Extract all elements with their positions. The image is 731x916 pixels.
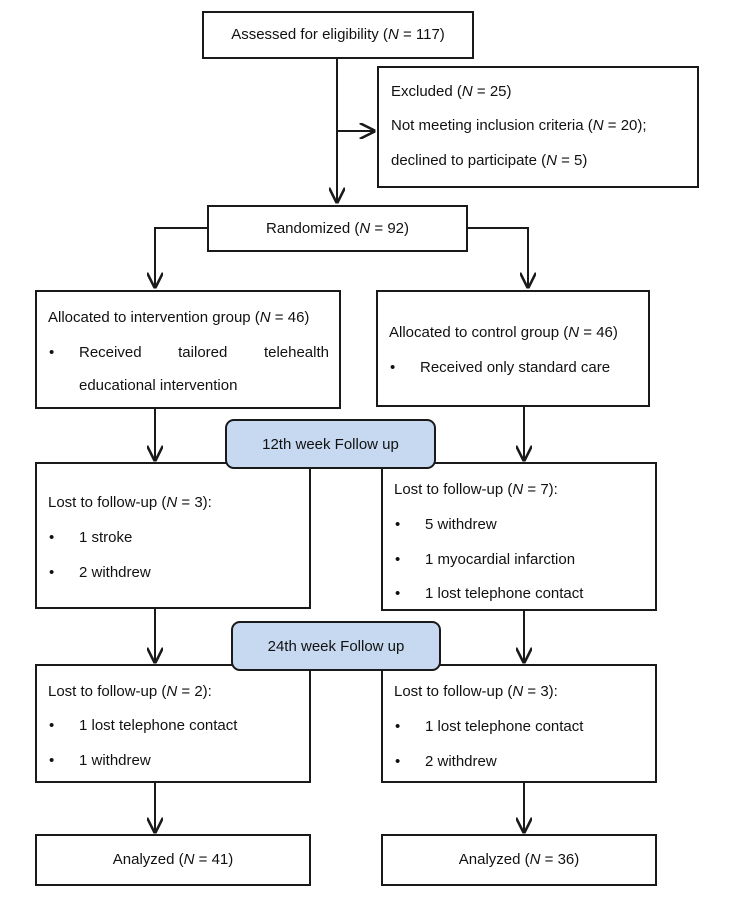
bullet: • <box>395 516 401 533</box>
followup-12-week-label: 12th week Follow up <box>225 419 436 469</box>
lost24-right-item-1: 1 lost telephone contact <box>425 718 584 735</box>
lost24-right-box: Lost to follow-up (N = 3): • 1 lost tele… <box>381 664 657 783</box>
lost12-right-title: Lost to follow-up (N = 7): <box>394 481 558 498</box>
bullet: • <box>49 529 55 546</box>
bullet: • <box>49 752 55 769</box>
lost12-right-box: Lost to follow-up (N = 7): • 5 withdrew … <box>381 462 657 611</box>
lost24-right-title: Lost to follow-up (N = 3): <box>394 683 558 700</box>
bullet: • <box>395 753 401 770</box>
intervention-item-line1: Received tailored telehealth <box>79 344 329 361</box>
control-item: Received only standard care <box>420 359 611 376</box>
excluded-line-2: Not meeting inclusion criteria (N = 20); <box>391 117 647 134</box>
lost12-right-item-2: 1 myocardial infarction <box>425 551 576 568</box>
analyzed-right-text: Analyzed (N = 36) <box>458 851 580 868</box>
bullet: • <box>49 717 55 734</box>
lost24-left-item-1: 1 lost telephone contact <box>79 717 238 734</box>
analyzed-right-box: Analyzed (N = 36) <box>381 834 657 886</box>
bullet: • <box>395 718 401 735</box>
lost12-left-item-1: 1 stroke <box>79 529 133 546</box>
control-bullet: • <box>390 359 396 376</box>
intervention-item-line2: educational intervention <box>79 377 238 394</box>
intervention-title: Allocated to intervention group (N = 46) <box>48 309 310 326</box>
lost12-left-item-2: 2 withdrew <box>79 564 151 581</box>
assessed-box: Assessed for eligibility (N = 117) <box>202 11 474 59</box>
excluded-box: Excluded (N = 25) Not meeting inclusion … <box>377 66 699 188</box>
lost24-left-box: Lost to follow-up (N = 2): • 1 lost tele… <box>35 664 311 783</box>
lost12-right-item-3: 1 lost telephone contact <box>425 585 584 602</box>
excluded-line-1: Excluded (N = 25) <box>391 83 512 100</box>
intervention-bullet: • <box>49 344 55 361</box>
lost24-left-item-2: 1 withdrew <box>79 752 151 769</box>
lost12-left-box: Lost to follow-up (N = 3): • 1 stroke • … <box>35 462 311 609</box>
control-box: Allocated to control group (N = 46) • Re… <box>376 290 650 407</box>
bullet: • <box>395 585 401 602</box>
analyzed-left-text: Analyzed (N = 41) <box>112 851 234 868</box>
analyzed-left-box: Analyzed (N = 41) <box>35 834 311 886</box>
control-title: Allocated to control group (N = 46) <box>389 324 618 341</box>
arrow-randomized-to-control <box>467 227 528 287</box>
randomized-box: Randomized (N = 92) <box>207 205 468 252</box>
bullet: • <box>49 564 55 581</box>
followup-24-week-label: 24th week Follow up <box>231 621 441 671</box>
lost24-right-item-2: 2 withdrew <box>425 753 497 770</box>
bullet: • <box>395 551 401 568</box>
lost12-right-item-1: 5 withdrew <box>425 516 497 533</box>
arrow-randomized-to-intervention <box>155 227 208 287</box>
lost24-left-title: Lost to follow-up (N = 2): <box>48 683 212 700</box>
excluded-line-3: declined to participate (N = 5) <box>391 152 588 169</box>
intervention-box: Allocated to intervention group (N = 46)… <box>35 290 341 409</box>
assessed-text: Assessed for eligibility (N = 117) <box>231 26 445 43</box>
randomized-text: Randomized (N = 92) <box>265 219 409 237</box>
lost12-left-title: Lost to follow-up (N = 3): <box>48 494 212 511</box>
